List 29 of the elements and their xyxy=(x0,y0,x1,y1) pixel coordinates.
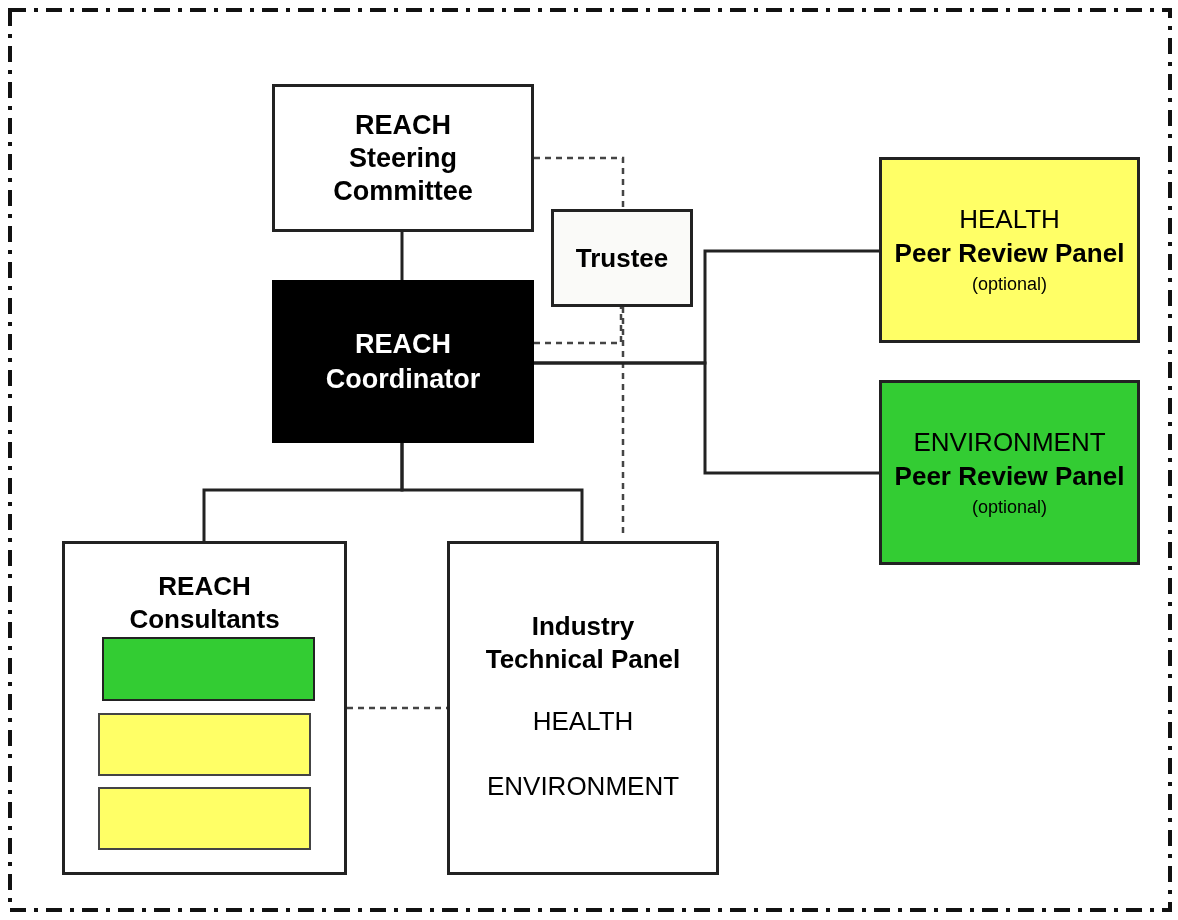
node-label: (optional) xyxy=(971,495,1047,519)
connector-line xyxy=(534,307,623,345)
process-box xyxy=(272,280,534,443)
node-label: ENVIRONMENT xyxy=(913,425,1106,459)
node-label: Peer Review Panel xyxy=(893,459,1126,493)
connector-line xyxy=(400,443,584,541)
panel-box xyxy=(879,157,1140,343)
process-box xyxy=(447,541,719,875)
node-label: ENVIRONMENT xyxy=(486,770,680,803)
node-label: Trustee xyxy=(575,241,669,275)
node-label: HEALTH xyxy=(959,203,1060,236)
group-box xyxy=(62,541,347,875)
node-label: Peer Review Panel xyxy=(893,237,1126,270)
process-box xyxy=(551,209,693,307)
connector-line xyxy=(621,307,625,534)
node-label: REACH Coordinator xyxy=(324,327,482,396)
node-label: REACH Steering Committee xyxy=(332,108,474,208)
connector-line xyxy=(400,232,404,280)
node-label: (optional) xyxy=(971,273,1047,296)
process-box xyxy=(272,84,534,232)
connector-line xyxy=(534,156,625,209)
node-label: Industry Technical Panel xyxy=(484,610,682,676)
color-block xyxy=(102,637,315,701)
node-label: HEALTH xyxy=(532,705,634,738)
color-block xyxy=(98,787,311,850)
color-block xyxy=(98,713,311,776)
panel-box xyxy=(879,380,1140,565)
node-label: REACH Consultants xyxy=(128,570,281,636)
connector-line xyxy=(534,361,879,475)
